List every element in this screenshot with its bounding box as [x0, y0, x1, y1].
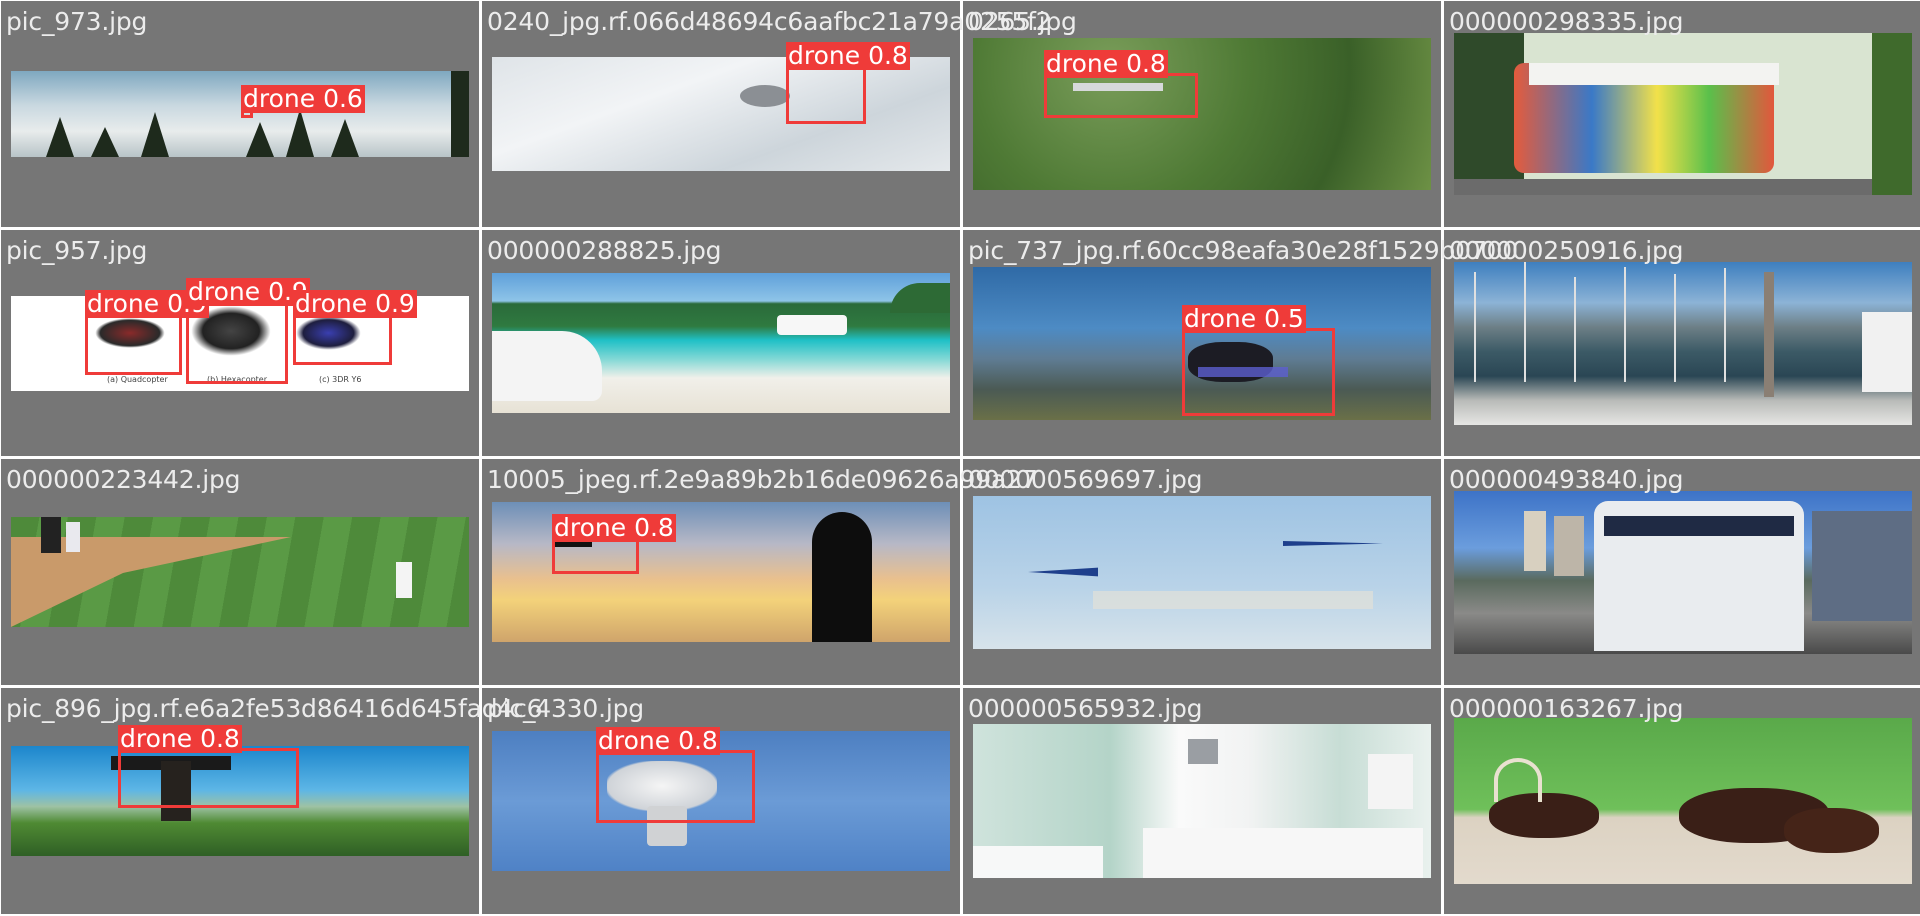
- tile-1[interactable]: 0240_jpg.rf.066d48694c6aafbc21a79a0255f2…: [482, 1, 1052, 227]
- figure-caption: (c) 3DR Y6: [319, 375, 362, 384]
- tile-5[interactable]: 000000288825.jpg: [482, 230, 960, 456]
- tile-7[interactable]: 000000250916.jpg: [1444, 230, 1920, 456]
- detection-label: drone 0.8: [786, 41, 910, 70]
- detection-box: [1044, 73, 1198, 118]
- detection-box: [1182, 328, 1335, 416]
- detection-box: [85, 313, 182, 375]
- tile-filename: pic_957.jpg: [6, 236, 148, 265]
- tile-image: [11, 517, 469, 627]
- tile-image: [492, 57, 950, 171]
- tile-8[interactable]: 000000223442.jpg: [1, 459, 479, 685]
- tile-9[interactable]: 10005_jpeg.rf.2e9a89b2b16de09626a99a27 d…: [482, 459, 1038, 685]
- tile-4[interactable]: pic_957.jpg (a) Quadcopter (b) Hexacopte…: [1, 230, 479, 456]
- detection-label: drone 0.8: [118, 724, 242, 753]
- figure-caption: (a) Quadcopter: [107, 375, 168, 384]
- tile-filename: pic_973.jpg: [6, 7, 148, 36]
- tile-filename: 000000223442.jpg: [6, 465, 241, 494]
- tile-image: [1454, 718, 1912, 884]
- tile-image: [492, 731, 950, 871]
- tile-0[interactable]: pic_973.jpg drone 0.6: [1, 1, 479, 227]
- tile-image: [11, 746, 469, 856]
- tile-filename: 000000569697.jpg: [968, 465, 1203, 494]
- detection-label: drone 0.9: [186, 277, 310, 306]
- tile-image: [1454, 33, 1912, 195]
- tile-filename: 0265.jpg: [968, 7, 1077, 36]
- tile-14[interactable]: 000000565932.jpg: [963, 688, 1441, 914]
- tile-filename: 000000298335.jpg: [1449, 7, 1684, 36]
- tile-filename: 000000493840.jpg: [1449, 465, 1684, 494]
- detection-box: [293, 313, 392, 365]
- tile-filename: 000000565932.jpg: [968, 694, 1203, 723]
- tile-image: [1454, 491, 1912, 654]
- detection-label: drone 0.8: [1044, 49, 1168, 78]
- detection-box: [552, 537, 639, 574]
- tile-filename: pic_896_jpg.rf.e6a2fe53d86416d645fad4c6: [6, 694, 543, 723]
- tile-10[interactable]: 000000569697.jpg: [963, 459, 1441, 685]
- tile-6[interactable]: pic_737_jpg.rf.60cc98eafa30e28f1529b0700…: [963, 230, 1518, 456]
- detection-box: [786, 65, 866, 124]
- tile-12[interactable]: pic_896_jpg.rf.e6a2fe53d86416d645fad4c6 …: [1, 688, 543, 914]
- detection-label: drone 0.6: [241, 84, 365, 113]
- tile-filename: 000000288825.jpg: [487, 236, 722, 265]
- tile-filename: 0240_jpg.rf.066d48694c6aafbc21a79a0255f2: [487, 7, 1052, 36]
- tile-filename: 000000163267.jpg: [1449, 694, 1684, 723]
- figure-caption: (b) Hexacopter: [207, 375, 268, 384]
- tile-13[interactable]: pic_4330.jpg drone 0.8: [482, 688, 960, 914]
- tile-image: [973, 38, 1431, 190]
- tile-filename: pic_737_jpg.rf.60cc98eafa30e28f1529b0700: [968, 236, 1518, 265]
- tile-3[interactable]: 000000298335.jpg: [1444, 1, 1920, 227]
- tile-image: [973, 267, 1431, 420]
- tile-filename: 000000250916.jpg: [1449, 236, 1684, 265]
- tile-2[interactable]: 0265.jpg drone 0.8: [963, 1, 1441, 227]
- tile-image: (a) Quadcopter (b) Hexacopter (c) 3DR Y6: [11, 296, 469, 391]
- tile-image: [973, 496, 1431, 649]
- detection-box: [596, 750, 755, 823]
- tile-image: [492, 273, 950, 413]
- detection-label: drone 0.9: [293, 289, 417, 318]
- tile-filename: pic_4330.jpg: [487, 694, 644, 723]
- tile-filename: 10005_jpeg.rf.2e9a89b2b16de09626a99a27: [487, 465, 1038, 494]
- tile-15[interactable]: 000000163267.jpg: [1444, 688, 1920, 914]
- detection-box: [118, 748, 299, 808]
- detection-label: drone 0.5: [1182, 304, 1306, 333]
- tile-image: [11, 71, 469, 157]
- detection-label: drone 0.8: [552, 513, 676, 542]
- tile-image: [973, 724, 1431, 878]
- detection-label: drone 0.8: [596, 726, 720, 755]
- tile-image: [1454, 262, 1912, 425]
- tile-11[interactable]: 000000493840.jpg: [1444, 459, 1920, 685]
